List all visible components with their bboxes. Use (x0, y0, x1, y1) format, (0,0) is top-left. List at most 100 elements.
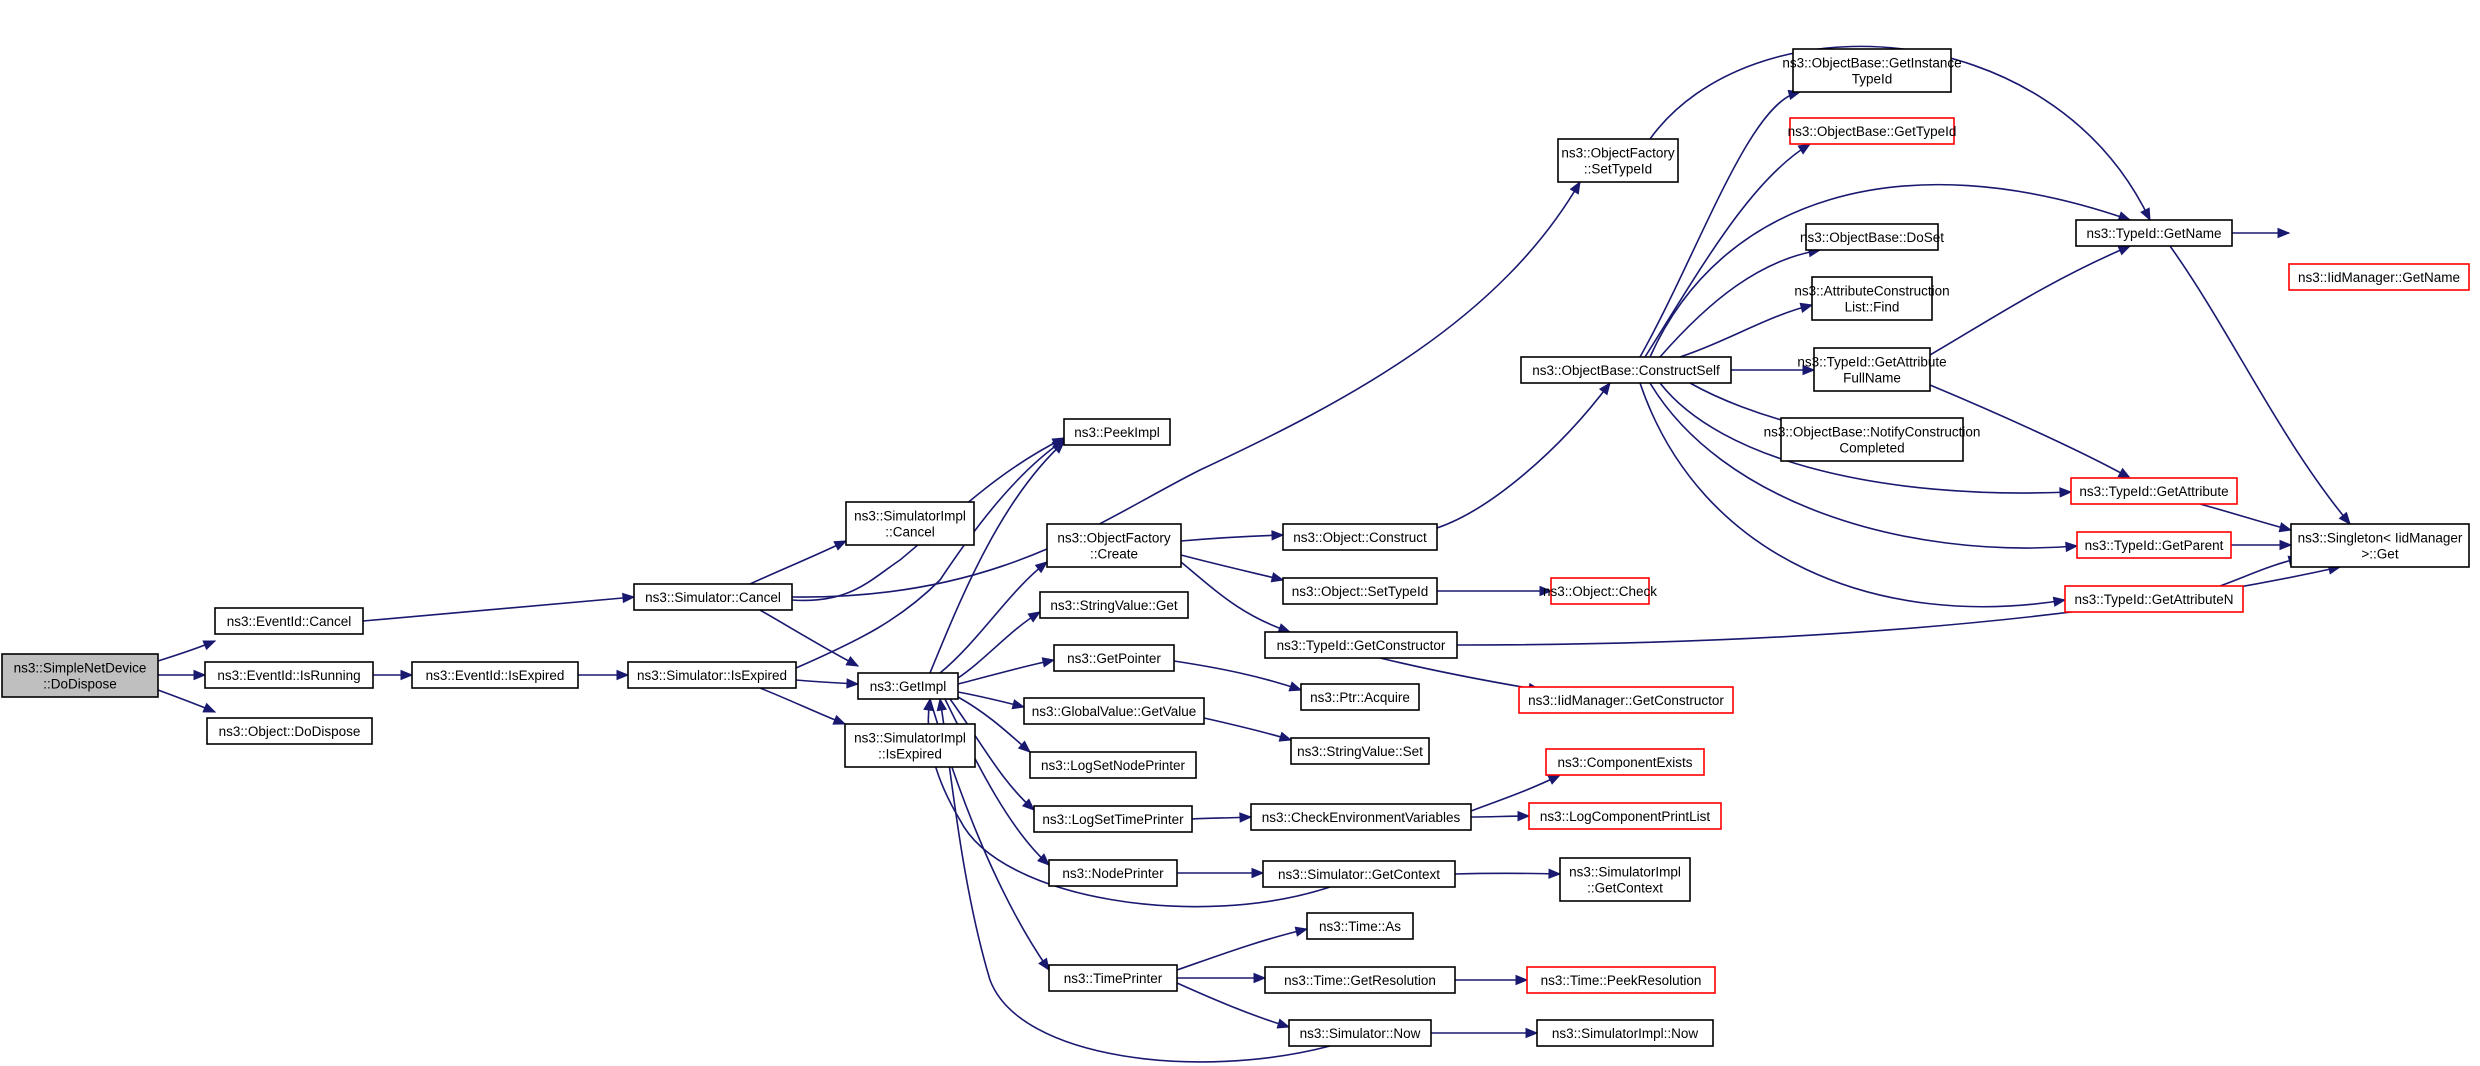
node-ptr-acquire[interactable]: ns3::Ptr::Acquire (1300, 683, 1420, 711)
node-box (627, 661, 797, 689)
node-box (1063, 418, 1171, 446)
node-obj-settypeid[interactable]: ns3::Object::SetTypeId (1282, 577, 1438, 605)
node-simimpl-getcontext[interactable]: ns3::SimulatorImpl::GetContext (1559, 857, 1691, 902)
node-logsetnodeprinter[interactable]: ns3::LogSetNodePrinter (1029, 751, 1197, 779)
node-box (1545, 748, 1705, 776)
node-box (1262, 860, 1456, 888)
node-obj-construct[interactable]: ns3::Object::Construct (1282, 523, 1438, 551)
node-iid-getconstructor[interactable]: ns3::IidManager::GetConstructor (1518, 686, 1734, 714)
node-label: ns3::TypeId::GetAttribute (2079, 484, 2228, 499)
call-edge-checkenv-to-logcomponentprintlist (1470, 810, 1531, 822)
arrowhead (2117, 245, 2132, 256)
node-typeid-getattributen[interactable]: ns3::TypeId::GetAttributeN (2064, 585, 2244, 613)
node-label: ns3::CheckEnvironmentVariables (1262, 810, 1461, 825)
node-box (1290, 737, 1430, 765)
node-box (1264, 966, 1456, 994)
call-edge-sim-isexpired-to-getimpl (795, 678, 860, 689)
node-obj-check[interactable]: ns3::Object::Check (1543, 577, 1657, 605)
node-simimpl-isexpired[interactable]: ns3::SimulatorImpl::IsExpired (844, 723, 976, 768)
node-stringvalue-set[interactable]: ns3::StringValue::Set (1290, 737, 1430, 765)
node-singleton-get[interactable]: ns3::Singleton< IidManager>::Get (2290, 523, 2470, 568)
arrowhead (1052, 441, 1065, 454)
node-time-peekresolution[interactable]: ns3::Time::PeekResolution (1526, 966, 1716, 994)
node-label: ns3::ComponentExists (1557, 755, 1692, 770)
node-label: ns3::EventId::IsExpired (426, 668, 565, 683)
node-time-as[interactable]: ns3::Time::As (1306, 912, 1414, 940)
node-box (1559, 857, 1691, 902)
node-getpointer[interactable]: ns3::GetPointer (1053, 644, 1175, 672)
arrowhead (832, 714, 847, 725)
arrowhead (1515, 974, 1529, 986)
node-eid-isrunning[interactable]: ns3::EventId::IsRunning (204, 661, 374, 689)
node-obj-dodispose[interactable]: ns3::Object::DoDispose (206, 717, 373, 745)
node-label: ns3::Singleton< IidManager (2298, 531, 2463, 546)
call-edge-typeid-getname-to-singleton-get (2169, 245, 2351, 526)
node-of-settypeid[interactable]: ns3::ObjectFactory::SetTypeId (1557, 138, 1679, 183)
node-label: ns3::Simulator::IsExpired (637, 668, 787, 683)
node-box (1, 653, 159, 698)
node-sim-now[interactable]: ns3::Simulator::Now (1288, 1019, 1432, 1047)
arrowhead (1525, 1027, 1539, 1039)
call-edge-ob-constructself-to-acl-find (1679, 302, 1814, 358)
arrowhead (2065, 541, 2079, 553)
node-eid-cancel[interactable]: ns3::EventId::Cancel (214, 607, 364, 635)
edge-line (939, 561, 1048, 674)
node-typeid-getparent[interactable]: ns3::TypeId::GetParent (2076, 531, 2232, 559)
node-componentexists[interactable]: ns3::ComponentExists (1545, 748, 1705, 776)
node-sim-cancel[interactable]: ns3::Simulator::Cancel (633, 583, 793, 611)
arrowhead (2338, 511, 2351, 526)
arrowhead (923, 697, 934, 712)
node-of-create[interactable]: ns3::ObjectFactory::Create (1046, 523, 1182, 568)
call-edge-sim-cancel-to-getimpl (759, 609, 860, 667)
node-label: ns3::SimpleNetDevice (14, 661, 147, 676)
edge-line (749, 540, 847, 585)
node-ob-doset[interactable]: ns3::ObjectBase::DoSet (1800, 223, 1944, 251)
node-iid-getname[interactable]: ns3::IidManager::GetName (2288, 263, 2470, 291)
node-typeid-getattribute[interactable]: ns3::TypeId::GetAttribute (2070, 477, 2238, 505)
node-box (1048, 964, 1178, 992)
call-edge-sim-cancel-to-simimpl-cancel (749, 540, 848, 585)
node-box (1557, 138, 1679, 183)
node-logsettimeprinter[interactable]: ns3::LogSetTimePrinter (1033, 805, 1193, 833)
node-box (845, 501, 975, 546)
edge-line (1929, 384, 2131, 479)
node-eid-isexpired[interactable]: ns3::EventId::IsExpired (411, 661, 579, 689)
arrowhead (2277, 227, 2291, 239)
node-getimpl[interactable]: ns3::GetImpl (857, 672, 959, 700)
arrowhead (400, 669, 414, 681)
node-label: ns3::PeekImpl (1074, 425, 1160, 440)
call-edge-ob-constructself-to-typeid-getattribute (1659, 382, 2073, 498)
call-nodes: ns3::SimpleNetDevice::DoDisposens3::Even… (1, 48, 2470, 1047)
node-label: ns3::EventId::Cancel (227, 614, 352, 629)
node-typeid-getname[interactable]: ns3::TypeId::GetName (2075, 219, 2233, 247)
edge-line (759, 609, 859, 667)
call-edge-typeid-getattributefullname-to-typeid-getname (1929, 245, 2132, 356)
node-simimpl-cancel[interactable]: ns3::SimulatorImpl::Cancel (845, 501, 975, 546)
arrowhead (1271, 530, 1285, 541)
node-stringvalue-get[interactable]: ns3::StringValue::Get (1039, 591, 1189, 619)
node-ob-gettypeid[interactable]: ns3::ObjectBase::GetTypeId (1788, 117, 1957, 145)
node-ob-constructself[interactable]: ns3::ObjectBase::ConstructSelf (1520, 356, 1732, 384)
node-ob-notifyconstructioncompleted[interactable]: ns3::ObjectBase::NotifyConstructionCompl… (1764, 417, 1981, 462)
node-time-getresolution[interactable]: ns3::Time::GetResolution (1264, 966, 1456, 994)
edge-line (2169, 245, 2351, 525)
node-nodeprinter[interactable]: ns3::NodePrinter (1048, 859, 1178, 887)
node-logcomponentprintlist[interactable]: ns3::LogComponentPrintList (1528, 802, 1722, 830)
node-sim-getcontext[interactable]: ns3::Simulator::GetContext (1262, 860, 1456, 888)
node-simimpl-now[interactable]: ns3::SimulatorImpl::Now (1536, 1019, 1714, 1047)
arrowhead (1239, 812, 1253, 823)
node-checkenv[interactable]: ns3::CheckEnvironmentVariables (1250, 803, 1472, 831)
node-timeprinter[interactable]: ns3::TimePrinter (1048, 964, 1178, 992)
node-peekimpl[interactable]: ns3::PeekImpl (1063, 418, 1171, 446)
node-typeid-getconstructor[interactable]: ns3::TypeId::GetConstructor (1264, 631, 1458, 659)
node-box (2288, 263, 2470, 291)
call-edge-ob-constructself-to-typeid-getattributen (1639, 382, 2067, 608)
node-label: ns3::Object::Construct (1293, 530, 1427, 545)
node-sim-isexpired[interactable]: ns3::Simulator::IsExpired (627, 661, 797, 689)
node-box (1780, 417, 1964, 462)
arrowhead (846, 678, 860, 689)
node-gv-getvalue[interactable]: ns3::GlobalValue::GetValue (1023, 697, 1205, 725)
